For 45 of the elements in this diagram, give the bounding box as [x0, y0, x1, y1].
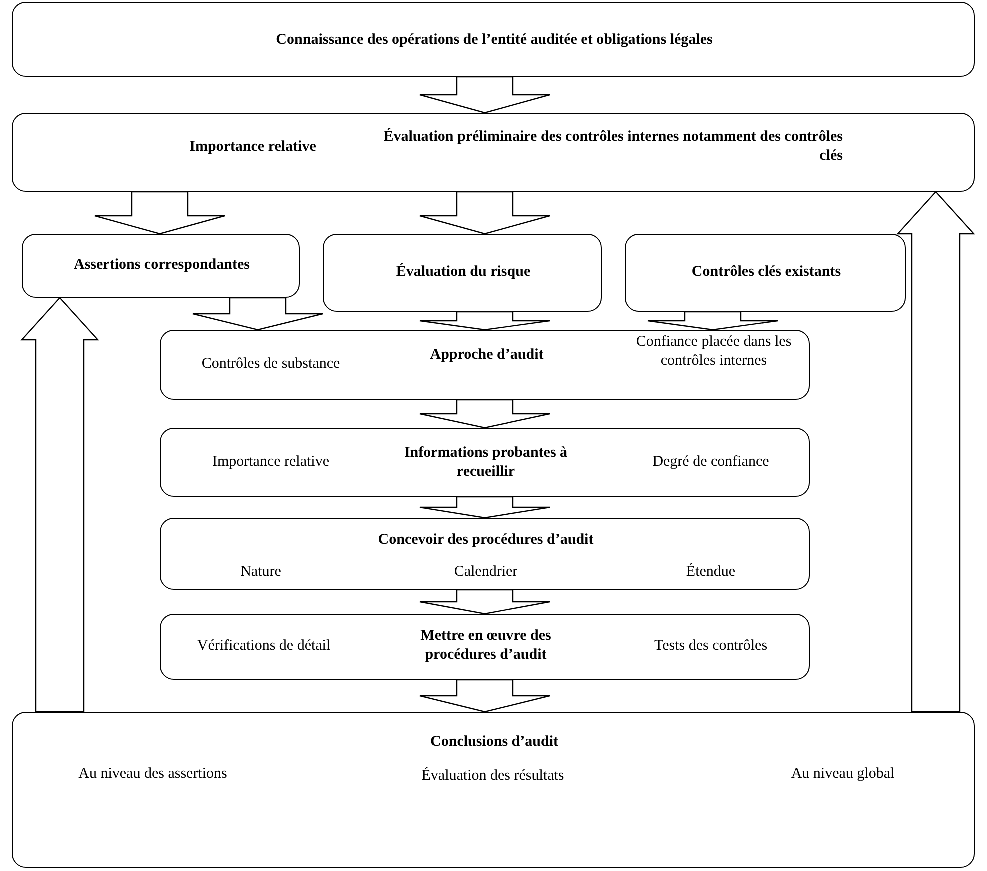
- block-arrow: [419, 496, 551, 519]
- item-text: Évaluation des résultats: [420, 767, 566, 786]
- heading-text: Conclusions d’audit: [430, 733, 560, 752]
- process-box: [12, 712, 975, 868]
- item-text: Calendrier: [453, 563, 519, 582]
- block-arrow: [419, 76, 551, 114]
- block-arrow: [419, 191, 551, 235]
- item-text: Étendue: [685, 563, 737, 582]
- process-box: [12, 113, 975, 192]
- item-text: Au niveau global: [790, 765, 896, 784]
- process-box: [160, 330, 810, 400]
- block-arrow: [94, 191, 226, 235]
- item-text: Au niveau des assertions: [78, 765, 228, 784]
- heading-text: Connaissance des opérations de l’entité auditée et obligations légales: [275, 31, 714, 50]
- process-box: [160, 428, 810, 497]
- process-box: [22, 234, 300, 298]
- heading-text: Évaluation du risque: [395, 263, 532, 282]
- process-box: [160, 518, 810, 590]
- heading-text: Assertions correspondantes: [73, 256, 251, 275]
- heading-text: Approche d’audit: [429, 346, 545, 365]
- item-text: Vérifications de détail: [196, 637, 332, 656]
- item-text: Importance relative: [211, 453, 331, 472]
- process-box: [160, 614, 810, 680]
- process-box: [625, 234, 906, 312]
- block-arrow: [896, 191, 976, 713]
- item-text: Confiance placée dans les contrôles internes: [635, 333, 793, 371]
- item-text: Contrôles de substance: [200, 355, 342, 374]
- item-text: Nature: [240, 563, 282, 582]
- block-arrow: [419, 399, 551, 429]
- item-text: Degré de confiance: [652, 453, 770, 472]
- block-arrow: [419, 589, 551, 615]
- heading-text: Mettre en œuvre des procédures d’audit: [420, 627, 552, 665]
- heading-text: Informations probantes à recueillir: [403, 444, 569, 482]
- heading-text: Évaluation préliminaire des contrôles internes notamment des contrôles clés: [382, 128, 843, 166]
- block-arrow: [647, 311, 779, 331]
- block-arrow: [419, 311, 551, 331]
- item-text: Tests des contrôles: [653, 637, 769, 656]
- heading-text: Concevoir des procédures d’audit: [377, 531, 595, 550]
- block-arrow: [419, 679, 551, 713]
- heading-text: Contrôles clés existants: [690, 263, 842, 282]
- block-arrow: [20, 297, 100, 713]
- block-arrow: [192, 297, 324, 331]
- heading-text: Importance relative: [188, 138, 318, 157]
- process-box: [323, 234, 602, 312]
- process-box: [12, 2, 975, 77]
